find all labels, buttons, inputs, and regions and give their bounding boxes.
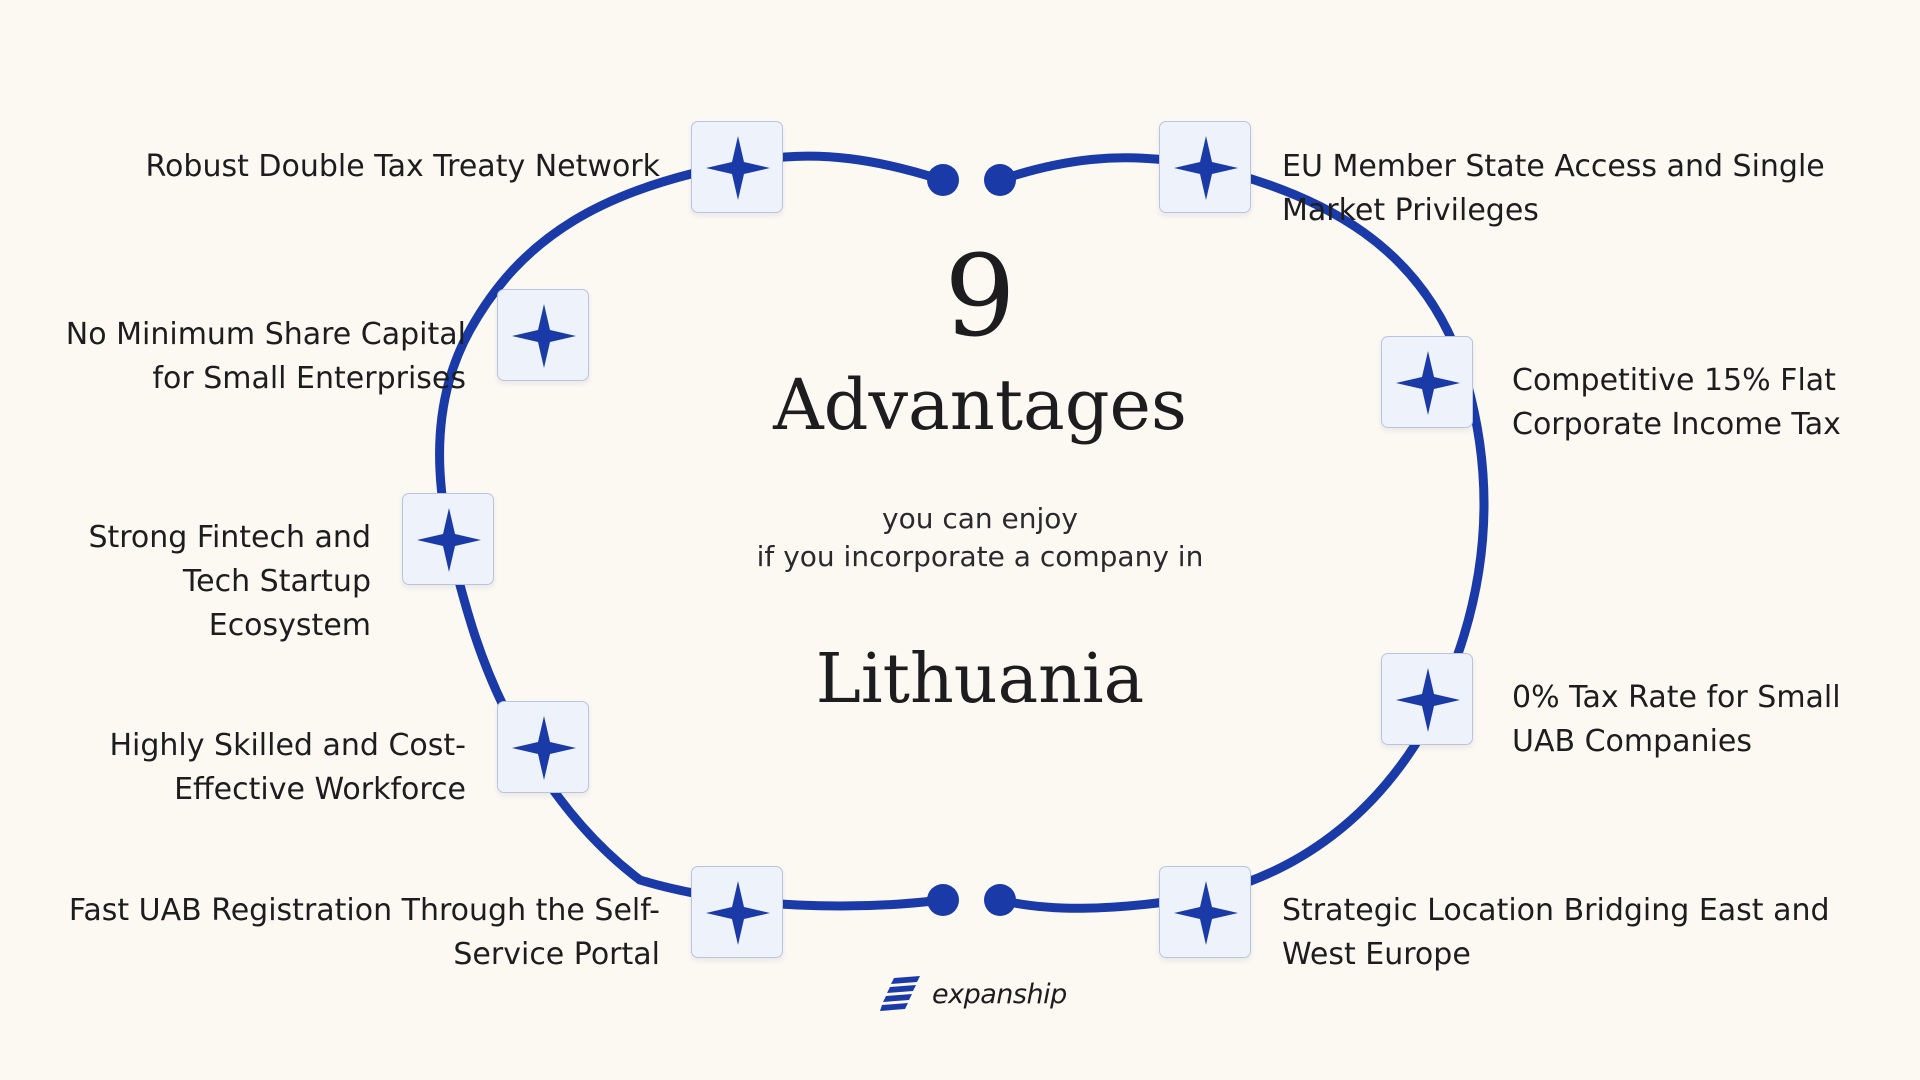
advantage-label-6-line-1: EU Member State Access and Single — [1282, 149, 1825, 184]
advantage-label-2-line-2: for Small Enterprises — [152, 361, 466, 396]
node-4 — [497, 701, 589, 793]
advantage-label-4-line-1: Highly Skilled and Cost- — [109, 728, 466, 763]
star-icon — [1396, 668, 1460, 732]
advantage-label-7-line-2: Corporate Income Tax — [1512, 407, 1841, 442]
ring-dot-bottom-right — [984, 884, 1016, 916]
advantage-label-8: 0% Tax Rate for Small UAB Companies — [1512, 676, 1841, 764]
advantage-label-1-line-1: Robust Double Tax Treaty Network — [145, 149, 660, 184]
brand-name: expanship — [932, 978, 1067, 1010]
node-9 — [1159, 866, 1251, 958]
advantage-label-2-line-1: No Minimum Share Capital — [65, 317, 466, 352]
star-icon — [1396, 351, 1460, 415]
brand-logo: expanship — [880, 972, 1067, 1016]
center-title: Advantages — [773, 364, 1187, 446]
advantage-label-3-line-2: Tech Startup — [182, 564, 371, 599]
ring-dot-top-left — [927, 164, 959, 196]
ring-dot-bottom-left — [927, 884, 959, 916]
star-icon — [1174, 136, 1238, 200]
star-icon — [512, 304, 576, 368]
node-8 — [1381, 653, 1473, 745]
center-subtitle-line-2: if you incorporate a company in — [756, 540, 1204, 573]
advantage-label-5: Fast UAB Registration Through the Self- … — [69, 889, 660, 977]
expanship-logo-icon — [880, 976, 920, 1011]
advantage-label-8-line-1: 0% Tax Rate for Small — [1512, 680, 1841, 715]
advantage-label-9: Strategic Location Bridging East and Wes… — [1282, 889, 1830, 977]
advantage-label-6-line-2: Market Privileges — [1282, 193, 1539, 228]
node-5 — [691, 866, 783, 958]
star-icon — [512, 716, 576, 780]
star-icon — [706, 136, 770, 200]
advantage-label-9-line-2: West Europe — [1282, 937, 1471, 972]
advantage-label-6: EU Member State Access and Single Market… — [1282, 145, 1825, 233]
advantage-label-7-line-1: Competitive 15% Flat — [1512, 363, 1836, 398]
node-2 — [497, 289, 589, 381]
center-subtitle: you can enjoy if you incorporate a compa… — [660, 500, 1300, 576]
advantage-label-4: Highly Skilled and Cost- Effective Workf… — [109, 724, 466, 812]
node-3 — [402, 493, 494, 585]
center-subtitle-line-1: you can enjoy — [882, 502, 1078, 535]
star-icon — [417, 508, 481, 572]
advantage-count: 9 — [944, 232, 1016, 362]
advantage-label-5-line-1: Fast UAB Registration Through the Self- — [68, 893, 660, 928]
advantage-label-5-line-2: Service Portal — [453, 937, 660, 972]
country-name: Lithuania — [815, 640, 1145, 719]
node-1 — [691, 121, 783, 213]
advantage-label-2: No Minimum Share Capital for Small Enter… — [66, 313, 466, 401]
advantage-label-7: Competitive 15% Flat Corporate Income Ta… — [1512, 359, 1841, 447]
advantage-label-3-line-1: Strong Fintech and — [88, 520, 371, 555]
advantage-label-3-line-3: Ecosystem — [208, 608, 371, 643]
advantage-label-9-line-1: Strategic Location Bridging East and — [1282, 893, 1830, 928]
ring-dot-top-right — [984, 164, 1016, 196]
node-7 — [1381, 336, 1473, 428]
advantage-label-3: Strong Fintech and Tech Startup Ecosyste… — [88, 516, 371, 648]
star-icon — [1174, 881, 1238, 945]
advantage-label-1: Robust Double Tax Treaty Network — [146, 145, 660, 189]
advantage-label-8-line-2: UAB Companies — [1512, 724, 1752, 759]
advantage-label-4-line-2: Effective Workforce — [174, 772, 466, 807]
star-icon — [706, 881, 770, 945]
node-6 — [1159, 121, 1251, 213]
